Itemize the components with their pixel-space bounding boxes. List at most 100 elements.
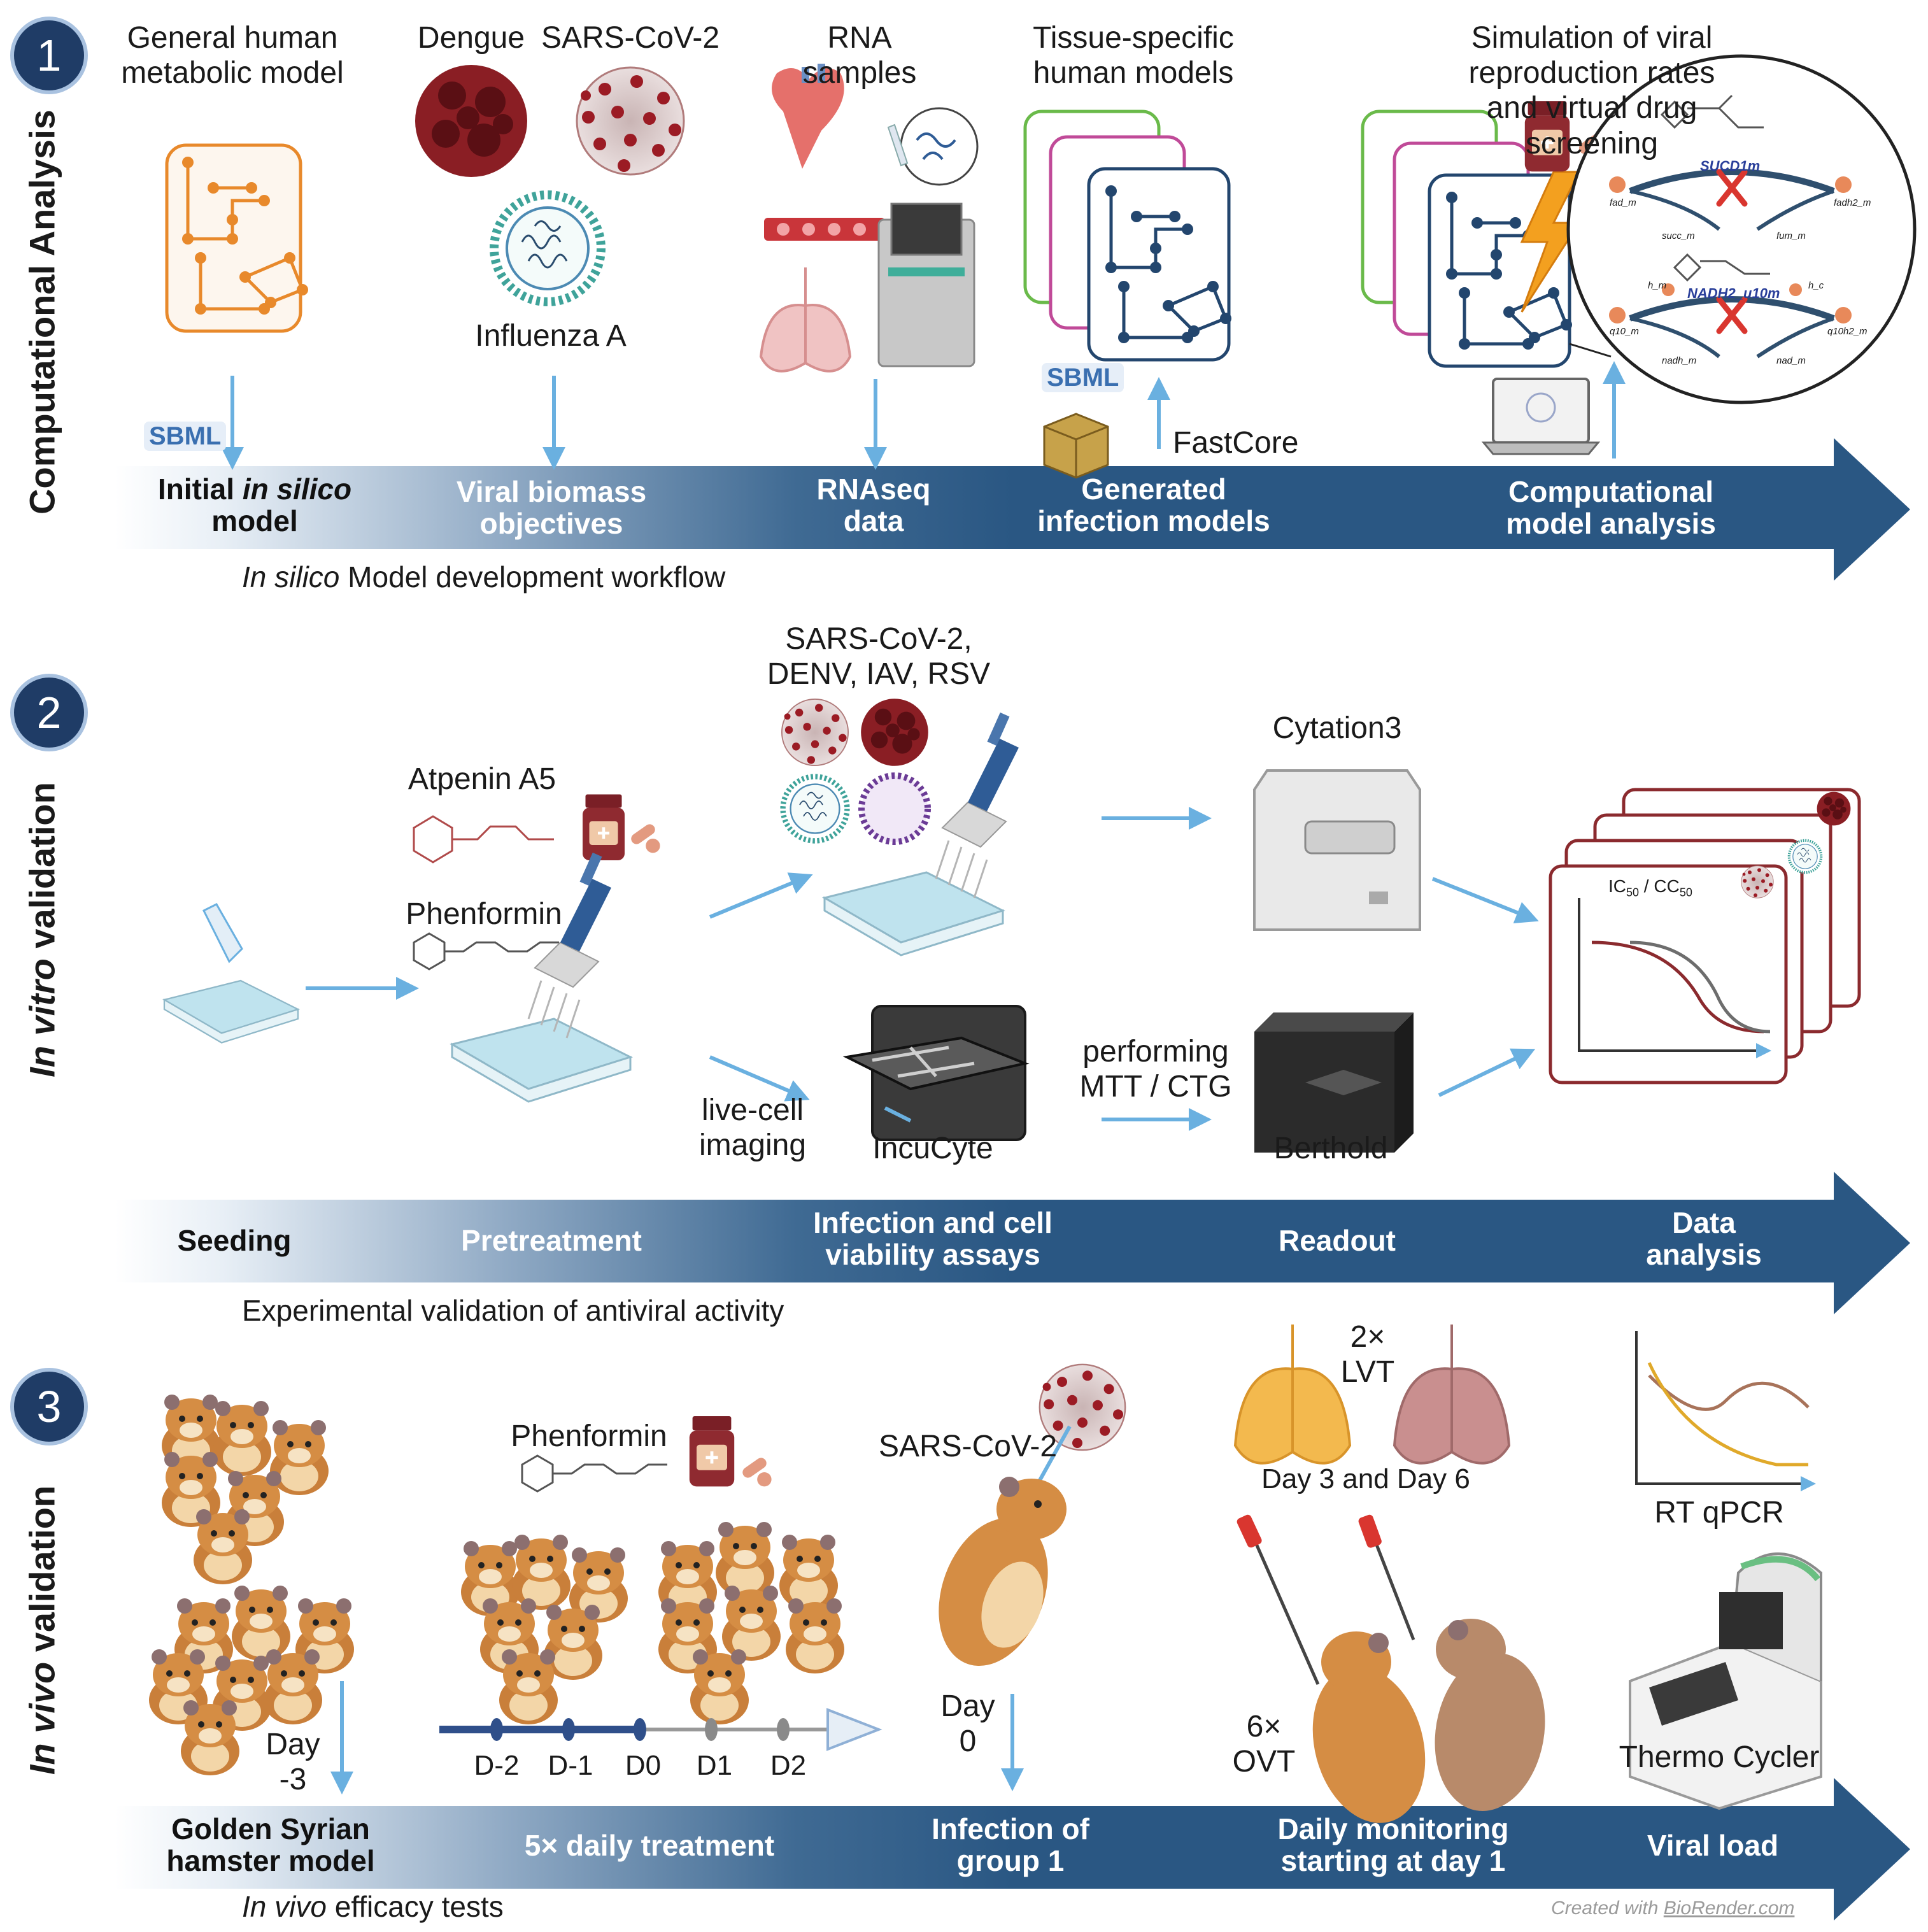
panel2-side-title: In vitro validation	[22, 782, 62, 1077]
pretreat-plate-icon	[451, 1018, 632, 1103]
atpenin-structure-icon	[413, 815, 554, 863]
simulation-label: Simulation of viral reproduction rates a…	[1468, 21, 1715, 160]
panel1-step-viral-biomass: Viral biomass objectives	[456, 475, 647, 540]
data-analysis-cards	[1549, 788, 1861, 1084]
influenza-virus-icon	[494, 195, 601, 302]
tube-icon	[202, 903, 243, 963]
panel3-side-title: In vivo validation	[22, 1485, 62, 1775]
mtt-label: performing MTT / CTG	[1079, 1035, 1232, 1104]
panel2-step-seeding: Seeding	[177, 1224, 292, 1257]
ovt-label: 6× OVT	[1232, 1710, 1296, 1779]
panel2-workflow-caption: Experimental validation of antiviral act…	[242, 1294, 784, 1327]
panel1-step-generated-models: Generated infection models	[1037, 472, 1270, 537]
panel1-step-initial-model: Initial in silico model	[157, 472, 352, 537]
fadh2-label: fadh2_m	[1834, 197, 1871, 208]
infection-plate-icon	[823, 871, 1004, 956]
treatment-pills-icon	[740, 1456, 772, 1487]
panel3-step-viral-load: Viral load	[1647, 1829, 1779, 1862]
incucyte-label: IncuCyte	[872, 1132, 993, 1165]
sars-virus-icon	[576, 66, 685, 176]
biorender-link[interactable]: BioRender.com	[1663, 1898, 1795, 1919]
sbml-box-icon	[1043, 413, 1109, 479]
hamster-group-bottom	[149, 1586, 354, 1775]
nadh-label: NADH2_u10m	[1687, 285, 1780, 301]
pretreat-pills-icon	[628, 822, 660, 853]
panel1-side-title: Computational Analysis	[22, 110, 62, 515]
panel2-step-readout: Readout	[1279, 1224, 1396, 1257]
phenformin-label: Phenformin	[406, 897, 562, 931]
panel1-step-computational-analysis: Computational model analysis	[1506, 475, 1716, 540]
cytation-label: Cytation3	[1272, 711, 1402, 745]
thermocycler-icon	[1629, 1552, 1822, 1810]
timeline-label-d-2: D-2	[474, 1750, 520, 1781]
lungs-icon	[759, 267, 852, 373]
atpenin-label: Atpenin A5	[408, 762, 556, 796]
treatment-phenformin-label: Phenformin	[511, 1419, 667, 1453]
rna-circle-icon	[887, 107, 979, 186]
blood-vessel-icon	[764, 218, 885, 241]
phenformin-structure-icon	[413, 932, 559, 970]
infection-viruses-label: SARS-CoV-2, DENV, IAV, RSV	[767, 622, 991, 692]
dengue-virus-icon	[415, 65, 527, 177]
lungs-lvt-icon	[1233, 1325, 1511, 1465]
general-model-label: General human metabolic model	[121, 21, 344, 90]
treatment-hamster-groups	[461, 1522, 844, 1724]
panel3-arrow-band	[115, 1778, 1910, 1921]
day0-label: Day 0	[940, 1689, 995, 1759]
tissue-models-label: Tissue-specific human models	[1033, 21, 1234, 90]
nad-m-label: nad_m	[1776, 355, 1806, 366]
succ-label: succ_m	[1662, 231, 1695, 241]
timeline-label-d2: D2	[770, 1750, 807, 1781]
lvt-label: 2× LVT	[1340, 1320, 1395, 1389]
rtqpcr-label: RT qPCR	[1654, 1496, 1784, 1530]
heart-icon	[772, 64, 844, 169]
pretreat-pipette-icon	[527, 851, 613, 1039]
panel2-step-infection-assays: Infection and cell viability assays	[813, 1206, 1053, 1271]
timeline-label-d1: D1	[696, 1750, 733, 1781]
sars-label: SARS-CoV-2	[541, 21, 720, 55]
laptop-icon	[1481, 378, 1601, 455]
dengue-label: Dengue	[417, 21, 525, 55]
infection-sars-label: SARS-CoV-2	[878, 1430, 1058, 1463]
sequencer-icon	[877, 202, 975, 367]
thermocycler-label: Thermo Cycler	[1619, 1740, 1820, 1774]
timeline-label-d-1: D-1	[548, 1750, 593, 1781]
sbml-logo-1: SBML	[144, 422, 227, 451]
fad-label: fad_m	[1610, 197, 1636, 208]
panel1-number-badge: 1	[10, 17, 88, 94]
infection-viruses-icon	[782, 698, 931, 845]
timeline-label-d0: D0	[625, 1750, 662, 1781]
treatment-structure-icon	[521, 1454, 667, 1493]
infection-pipette-icon	[935, 711, 1020, 899]
rna-samples-label: RNA samples	[802, 21, 917, 90]
panel3-step-daily-monitoring: Daily monitoring starting at day 1	[1277, 1812, 1509, 1877]
panel1-step-rnaseq: RNAseq data	[816, 472, 931, 537]
live-cell-label: live-cell imaging	[698, 1093, 807, 1163]
qpcr-plot-icon	[1635, 1331, 1816, 1491]
seeding-plate-icon	[163, 979, 299, 1044]
h-m-label: h_m	[1648, 280, 1667, 291]
infected-hamster-icon	[939, 1425, 1072, 1666]
treatment-bottle-icon	[690, 1416, 734, 1486]
panel2-arrow-band	[115, 1172, 1910, 1314]
panel2-step-pretreatment: Pretreatment	[461, 1224, 642, 1257]
panel1-arrows	[221, 361, 1626, 470]
panel3-arrows	[330, 1681, 1024, 1794]
day3-day6-label: Day 3 and Day 6	[1261, 1463, 1470, 1495]
q10-label: q10_m	[1610, 326, 1639, 337]
berthold-label: Berthold	[1273, 1132, 1388, 1165]
panel2-arrows	[306, 807, 1539, 1131]
monitoring-hamsters-icon	[1237, 1514, 1545, 1823]
simulation-models-stack	[1361, 110, 1572, 368]
biorender-credit: Created with BioRender.com	[1551, 1898, 1795, 1919]
treatment-timeline	[439, 1708, 882, 1751]
influenza-label: Influenza A	[475, 319, 627, 353]
panel2-number-badge: 2	[10, 674, 88, 751]
fastcore-label: FastCore	[1173, 426, 1299, 460]
tissue-models-stack	[1023, 110, 1231, 362]
zoom-circle	[1566, 54, 1917, 404]
panel3-number-badge: 3	[10, 1368, 88, 1445]
panel1-arrow-band	[115, 438, 1910, 581]
